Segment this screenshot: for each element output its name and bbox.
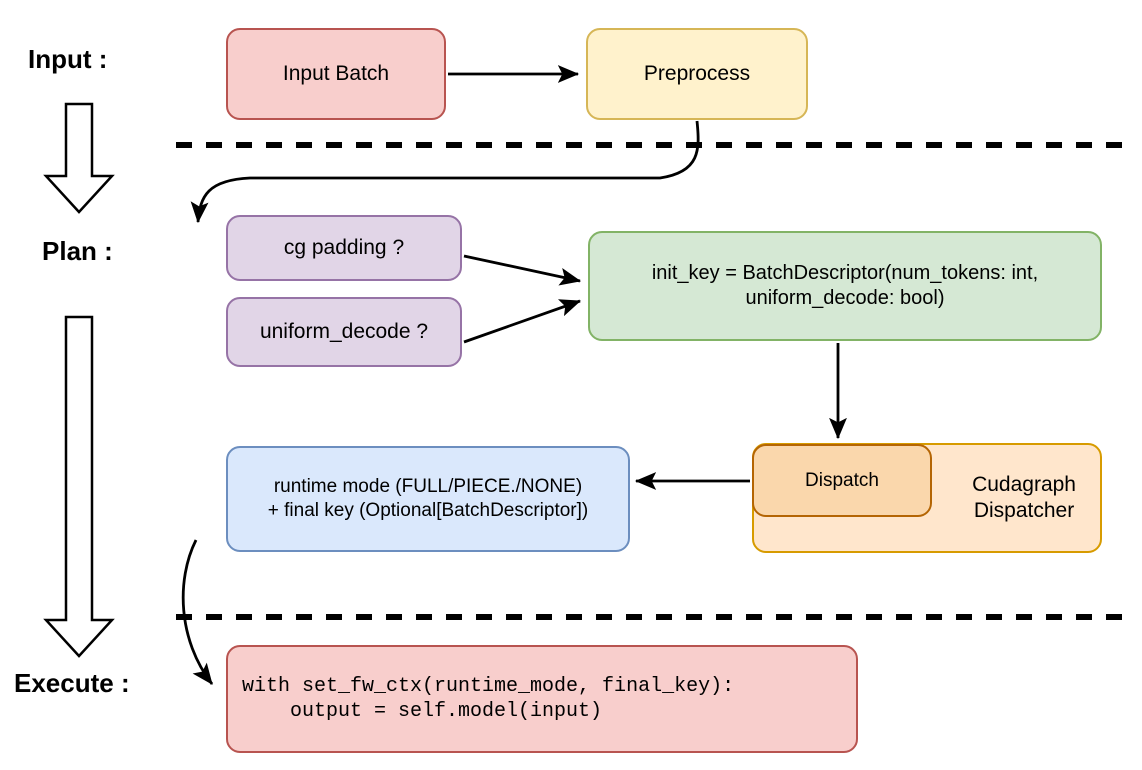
node-uniform-decode[interactable]: uniform_decode ?	[226, 297, 462, 367]
stage-label-input: Input :	[28, 44, 108, 74]
node-input-batch[interactable]: Input Batch	[226, 28, 446, 120]
edge-preprocess-to-cg-padding	[190, 120, 700, 224]
stage-label-execute: Execute :	[14, 668, 130, 698]
node-runtime-mode[interactable]: runtime mode (FULL/PIECE./NONE) + final …	[226, 446, 630, 552]
node-preprocess[interactable]: Preprocess	[586, 28, 808, 120]
node-cg-padding[interactable]: cg padding ?	[226, 215, 462, 281]
edge-runtime-mode-to-execute-code	[181, 539, 214, 685]
edge-uniform-decode-to-init-key	[463, 299, 582, 344]
node-execute-code[interactable]: with set_fw_ctx(runtime_mode, final_key)…	[226, 645, 858, 753]
node-init-key[interactable]: init_key = BatchDescriptor(num_tokens: i…	[588, 231, 1102, 341]
edge-cg-padding-to-init-key	[463, 254, 582, 286]
stage-arrow-input-to-plan	[43, 102, 115, 214]
stage-label-plan: Plan :	[42, 236, 113, 266]
node-dispatch[interactable]: Dispatch	[752, 444, 932, 517]
stage-arrow-plan-to-execute	[43, 315, 115, 658]
